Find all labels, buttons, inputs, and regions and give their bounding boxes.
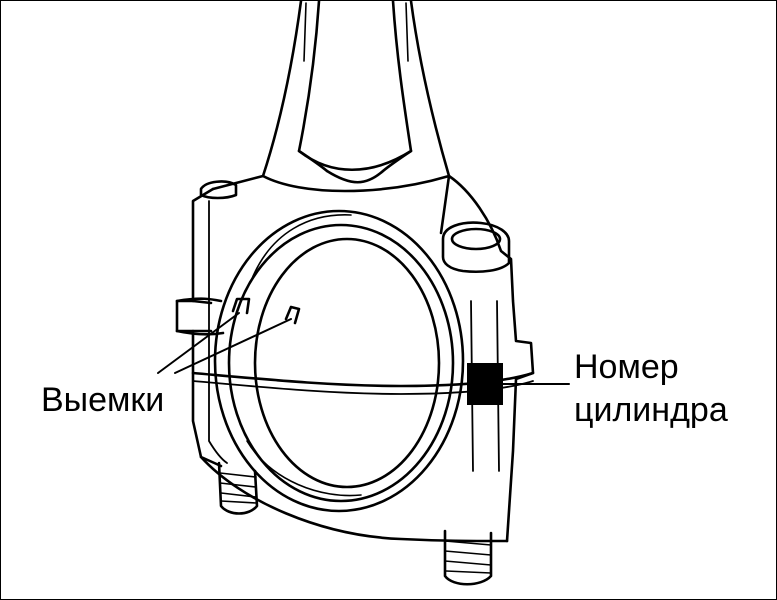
bottom-right-stud <box>443 529 493 586</box>
bottom-left-stud <box>217 461 259 515</box>
big-end-body <box>175 174 535 543</box>
notches-leader-lines <box>157 312 292 374</box>
rod-shank <box>211 1 451 235</box>
cylinder-number-label-line2: цилиндра <box>574 391 728 429</box>
cylinder-number-label-line1: Номер <box>574 348 679 386</box>
bearing-bore <box>213 209 465 513</box>
notches-label: Выемки <box>41 381 165 419</box>
top-left-bolt <box>199 180 238 200</box>
cylinder-number-mark <box>467 363 503 405</box>
bearing-notches <box>231 297 301 325</box>
top-right-bolt <box>441 221 511 274</box>
